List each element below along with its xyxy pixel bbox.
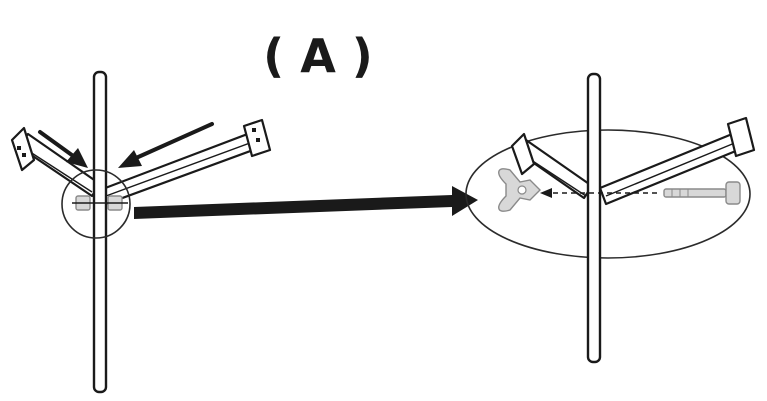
insertion-guide-arrowhead bbox=[540, 188, 552, 198]
detail-left-bracket bbox=[510, 132, 594, 200]
wing-nut-icon bbox=[498, 168, 541, 212]
left-detail-circle bbox=[61, 169, 131, 239]
magnify-callout-arrow bbox=[134, 186, 478, 219]
bolt-icon bbox=[663, 181, 741, 205]
right-pole bbox=[586, 72, 602, 364]
right-detail-ellipse bbox=[465, 129, 751, 259]
detail-right-bracket bbox=[598, 116, 756, 206]
left-pole bbox=[92, 70, 108, 394]
right-assembly bbox=[465, 72, 756, 364]
left-bracket-arm bbox=[10, 126, 102, 198]
step-label: ( A ) bbox=[263, 29, 373, 83]
insert-direction-arrow-right bbox=[118, 122, 214, 168]
right-bracket-arm bbox=[98, 118, 272, 206]
left-assembly bbox=[10, 70, 272, 394]
left-joint-hardware bbox=[72, 195, 128, 211]
insert-direction-arrow-left bbox=[38, 130, 88, 168]
